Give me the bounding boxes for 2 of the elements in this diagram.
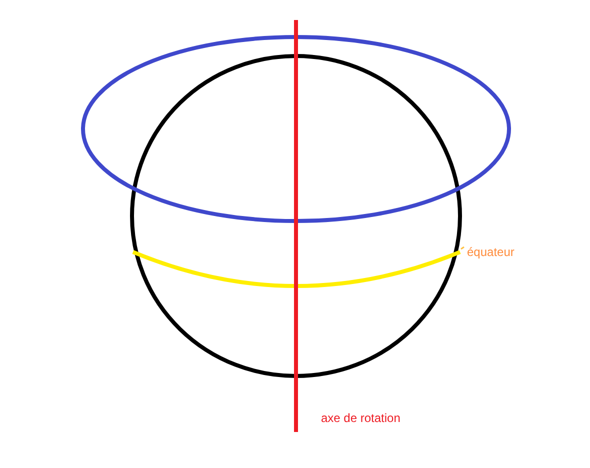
equator-label: équateur [467,245,514,259]
axis-label: axe de rotation [321,411,400,425]
